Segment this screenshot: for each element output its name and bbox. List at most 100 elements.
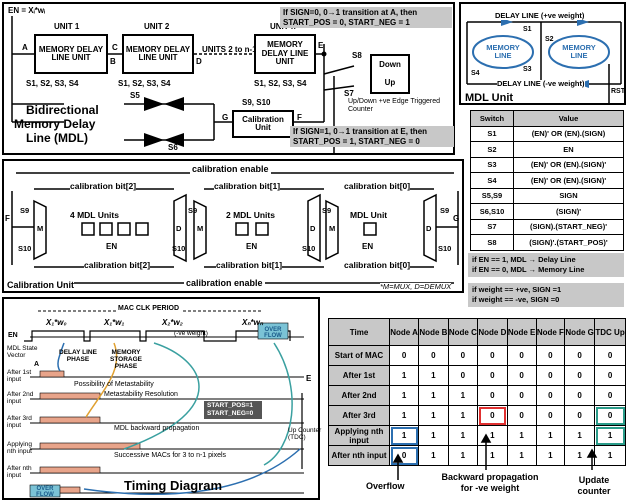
timing-en: EN: [8, 332, 18, 339]
cal-unit-2: 2 MDL Units: [226, 211, 275, 220]
term-x1w1: X₁*w₁: [104, 319, 124, 327]
switch-s4: S4: [471, 70, 480, 77]
start-flags: START_POS=1 START_NEG=0: [204, 401, 262, 419]
counter-down: Down: [379, 61, 401, 69]
title-line1: Bidirectional: [26, 104, 99, 116]
term-xnwn: Xₙ*wₙ: [242, 319, 263, 327]
truth-header-cell: Node D: [478, 319, 507, 346]
unit1-box: MEMORY DELAY LINE UNIT: [34, 34, 108, 74]
node-b: B: [110, 58, 116, 66]
node-value-cell: 1: [536, 446, 565, 466]
switch-s3: S3: [523, 66, 532, 73]
node-value-cell: 1: [507, 426, 536, 446]
memory-phase: MEMORY STORAGE PHASE: [106, 349, 146, 370]
switch-table-row: S4(EN)' OR (EN).(SIGN)': [471, 173, 624, 189]
callout-sign0: If SIGN=0, 0→1 transition at A, then STA…: [280, 7, 452, 28]
start-pos: START_POS=1: [207, 402, 259, 410]
cal-bit0-top: calibration bit[0]: [344, 182, 410, 191]
node-value-cell: 0: [595, 346, 626, 366]
row-after-2nd: After 2nd input: [7, 391, 37, 405]
switch-s7: S7: [344, 90, 354, 98]
node-value-cell: 1: [448, 446, 477, 466]
cal-mux-1: M: [37, 225, 43, 233]
switch-value-cell: (EN)' OR (EN).(SIGN)': [514, 173, 624, 189]
cal-s10-2: S10: [172, 245, 185, 253]
delay-line-bottom: DELAY LINE (-ve weight): [497, 80, 585, 88]
cal-s10-3: S10: [302, 245, 315, 253]
row-after-3rd: After 3rd input: [7, 415, 37, 429]
timing-node-a: A: [34, 361, 39, 368]
cal-s9-4: S9: [440, 207, 449, 215]
node-value-cell: 1: [419, 446, 448, 466]
switch-value-cell: (SIGN)': [514, 204, 624, 220]
cal-bit2-top: calibration bit[2]: [70, 182, 136, 191]
switch-table-body: S1(EN)' OR (EN).(SIGN)S2ENS3(EN)' OR (EN…: [471, 126, 624, 250]
switch-s6: S6: [168, 144, 178, 152]
callout-sign1: If SIGN=1, 0→1 transition at E, then STA…: [290, 126, 454, 147]
node-value-cell: 0: [390, 346, 419, 366]
delay-phase: DELAY LINE PHASE: [58, 349, 98, 363]
weight-note-line1: if weight == +ve, SIGN =1: [472, 285, 620, 295]
row-after-1st: After 1st input: [7, 369, 37, 383]
node-value-cell: 0: [536, 366, 565, 386]
row-applying-nth: Applying nth input: [7, 441, 39, 455]
calibration-panel: calibration enable calibration bit[2] ca…: [2, 159, 464, 293]
row-after-nth: After nth input: [7, 465, 37, 479]
switch-value-cell: (SIGN)'.(START_POS)': [514, 235, 624, 251]
rst-label: RST: [611, 88, 625, 95]
en-note-line1: if EN == 1, MDL → Delay Line: [472, 255, 620, 265]
node-value-cell: 1: [507, 446, 536, 466]
unit1-switches: S1, S2, S3, S4: [26, 80, 78, 88]
switch-table-row: S2EN: [471, 142, 624, 158]
node-value-cell: 1: [390, 406, 419, 426]
mdl-panel: EN = Xᵢ*wᵢ UNIT 1 MEMORY DELAY LINE UNIT…: [2, 2, 455, 155]
node-value-cell: 1: [478, 446, 507, 466]
cal-unit-4: 4 MDL Units: [70, 211, 119, 220]
value-col-header: Value: [514, 111, 624, 127]
node-value-cell: 0: [507, 346, 536, 366]
switch-name-cell: S2: [471, 142, 514, 158]
node-value-cell: 1: [419, 366, 448, 386]
time-label-cell: After 1st: [329, 366, 390, 386]
switch-table-wrap: Switch Value S1(EN)' OR (EN).(SIGN)S2ENS…: [470, 110, 624, 251]
node-value-cell: 1: [448, 386, 477, 406]
label-overflow: Overflow: [366, 482, 405, 491]
unit2-switches: S1, S2, S3, S4: [118, 80, 170, 88]
term-x2w2: X₂*w₂: [162, 319, 183, 327]
switch-name-cell: S6,S10: [471, 204, 514, 220]
truth-table-header: TimeNode ANode BNode CNode DNode ENode F…: [329, 319, 626, 346]
truth-header-cell: Node E: [507, 319, 536, 346]
start-neg: START_NEG=0: [207, 410, 259, 418]
node-value-cell: 0: [478, 386, 507, 406]
cal-enable-bottom: calibration enable: [184, 279, 265, 288]
truth-header-cell: TDC Up: [595, 319, 626, 346]
switch-table-row: S6,S10(SIGN)': [471, 204, 624, 220]
cal-s9-3: S9: [322, 207, 331, 215]
node-value-cell: 1: [390, 366, 419, 386]
cal-s10-1: S10: [18, 245, 31, 253]
node-value-cell: 0: [478, 346, 507, 366]
node-g: G: [222, 114, 228, 122]
switch-table-row: S7(SIGN).(START_NEG)': [471, 219, 624, 235]
switch-s1: S1: [523, 26, 532, 33]
timing-node-e: E: [306, 375, 311, 383]
switch-value-cell: SIGN: [514, 188, 624, 204]
mac-clk-period: MAC CLK PERIOD: [116, 305, 181, 312]
cal-s9-2: S9: [188, 207, 197, 215]
mdl-state-vector: MDL State Vector: [7, 345, 41, 360]
truth-header-cell: Node F: [536, 319, 565, 346]
memory-line-1: MEMORY LINE: [483, 44, 523, 59]
switch-name-cell: S3: [471, 157, 514, 173]
switch-name-cell: S8: [471, 235, 514, 251]
ann-successive: Successive MACs for 3 to n-1 pixels: [114, 452, 226, 459]
switch-name-cell: S7: [471, 219, 514, 235]
truth-header-cell: Node A: [390, 319, 419, 346]
cal-mux-2: M: [197, 225, 203, 233]
truth-table: TimeNode ANode BNode CNode DNode ENode F…: [328, 318, 626, 466]
node-value-cell: 1: [419, 426, 448, 446]
node-value-cell: 1: [390, 426, 419, 446]
counter-caption: Up/Down +ve Edge Triggered Counter: [348, 98, 446, 114]
